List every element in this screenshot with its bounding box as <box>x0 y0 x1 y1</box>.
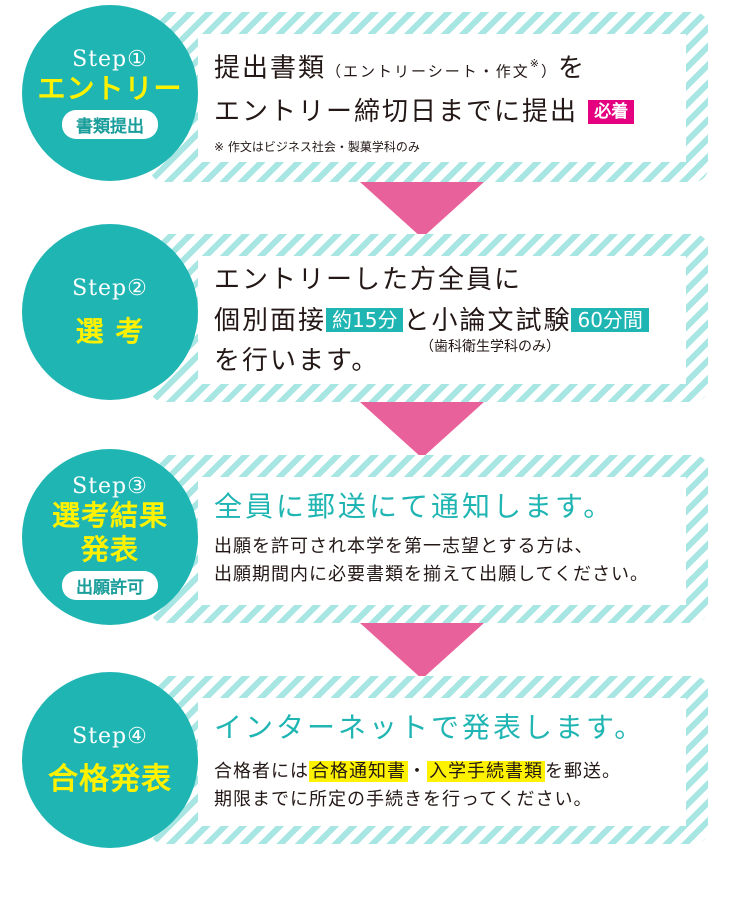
step-4: インターネットで発表します。 合格者には合格通知書・入学手続書類を郵送。 期限ま… <box>0 672 730 848</box>
step-1-line-2: エントリー締切日までに提出 必着 <box>214 92 670 133</box>
must-arrive-badge: 必着 <box>588 100 635 125</box>
step-2-sub-note: （歯科衛生学科のみ） <box>420 339 560 355</box>
step-1: 提出書類（エントリーシート・作文※）を エントリー締切日までに提出 必着 ※ 作… <box>0 5 730 182</box>
step-1-line-1: 提出書類（エントリーシート・作文※）を <box>214 53 586 84</box>
enrollment-docs-highlight: 入学手続書類 <box>427 761 545 782</box>
step-4-body-2: 期限までに所定の手続きを行ってください。 <box>214 789 593 810</box>
step-2-line-1: エントリーした方全員に <box>214 265 523 295</box>
step-4-body-1: 合格者には合格通知書・入学手続書類を郵送。 <box>214 761 621 782</box>
step-3-title-2: 発表 <box>80 533 139 566</box>
step-3-headline: 全員に郵送にて通知します。 <box>214 490 615 523</box>
notice-highlight: 合格通知書 <box>309 761 408 782</box>
arrow-2 <box>360 402 484 458</box>
step-1-content: 提出書類（エントリーシート・作文※）を エントリー締切日までに提出 必着 ※ 作… <box>198 34 686 162</box>
step-1-title: エントリー <box>37 72 183 105</box>
step-2-circle: Step② 選 考 <box>22 224 198 400</box>
step-1-pill: 書類提出 <box>62 110 158 139</box>
step-4-title: 合格発表 <box>48 761 172 797</box>
step-3-content: 全員に郵送にて通知します。 出願を許可され本学を第一志望とする方は、 出願期間内… <box>198 477 686 605</box>
interview-time-badge: 約15分 <box>326 308 404 332</box>
step-2-label: Step② <box>72 275 148 301</box>
step-1-label: Step① <box>72 47 148 72</box>
step-4-headline: インターネットで発表します。 <box>214 711 646 744</box>
step-2-line-3: を行います。 <box>214 346 380 376</box>
step-4-circle: Step④ 合格発表 <box>22 672 198 848</box>
step-3-title-1: 選考結果 <box>51 499 168 532</box>
step-4-label: Step④ <box>72 723 148 749</box>
essay-time-badge: 60分間 <box>571 308 649 332</box>
step-3-pill: 出願許可 <box>62 571 158 600</box>
arrow-1 <box>360 182 484 238</box>
step-1-note: ※ 作文はビジネス社会・製菓学科のみ <box>214 140 420 155</box>
step-3: 全員に郵送にて通知します。 出願を許可され本学を第一志望とする方は、 出願期間内… <box>0 449 730 625</box>
arrow-3 <box>360 623 484 679</box>
step-4-content: インターネットで発表します。 合格者には合格通知書・入学手続書類を郵送。 期限ま… <box>198 698 686 826</box>
step-3-circle: Step③ 選考結果 発表 出願許可 <box>22 449 198 625</box>
step-3-body-2: 出願期間内に必要書類を揃えて出願してください。 <box>214 564 650 585</box>
step-2-title: 選 考 <box>75 314 145 348</box>
step-1-circle: Step① エントリー 書類提出 <box>22 5 198 181</box>
step-3-body-1: 出願を許可され本学を第一志望とする方は、 <box>214 536 594 557</box>
step-3-label: Step③ <box>72 474 148 499</box>
